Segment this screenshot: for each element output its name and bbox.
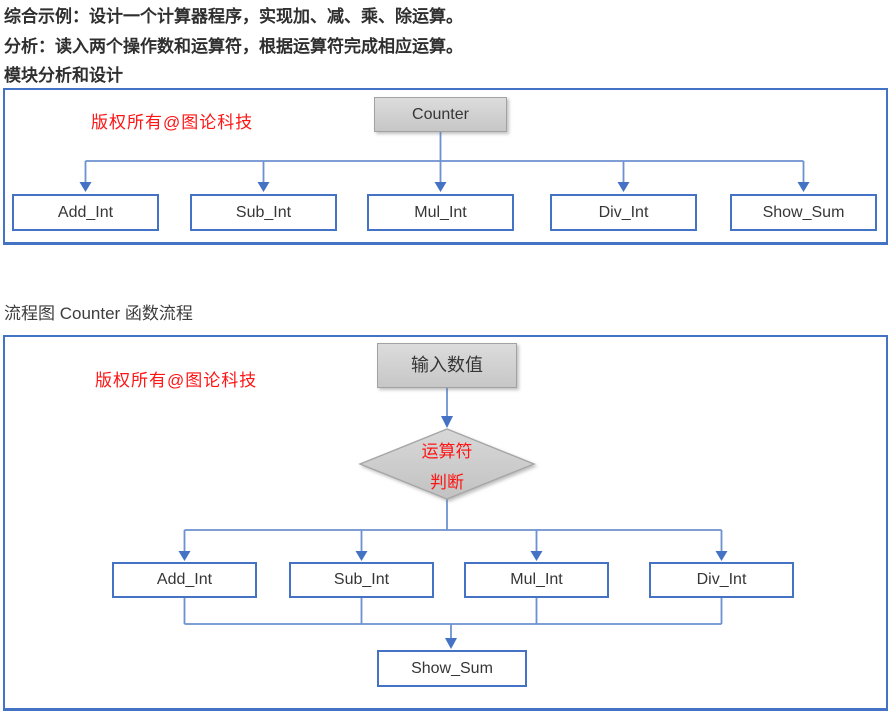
node-input-values: 输入数值 [377, 343, 517, 388]
flow-connector-lines [183, 388, 723, 639]
decision-label-line1: 运算符 [421, 442, 473, 461]
decision-label-line2: 判断 [430, 473, 464, 492]
node-sub-int: Sub_Int [289, 562, 434, 598]
heading-analysis: 分析：读入两个操作数和运算符，根据运算符完成相应运算。 [4, 37, 463, 56]
module-diagram-panel: 版权所有@图论科技 Counter Add_Int Sub_Int Mul_In… [3, 88, 888, 245]
module-connector-lines [84, 130, 805, 183]
node-div-int: Div_Int [550, 194, 697, 231]
flowchart-panel: 版权所有@图论科技 输入数值 运算符 判断 Add_Int Sub_Int Mu… [3, 335, 888, 711]
copyright-watermark: 版权所有@图论科技 [95, 371, 258, 390]
node-show-sum: Show_Sum [730, 194, 877, 231]
node-counter: Counter [374, 97, 507, 132]
node-show-sum: Show_Sum [377, 650, 527, 687]
flowchart-caption: 流程图 Counter 函数流程 [4, 304, 193, 323]
node-mul-int: Mul_Int [464, 562, 609, 598]
node-sub-int: Sub_Int [190, 194, 337, 231]
node-add-int: Add_Int [12, 194, 159, 231]
node-add-int: Add_Int [112, 562, 257, 598]
heading-example: 综合示例：设计一个计算器程序，实现加、减、乘、除运算。 [4, 7, 463, 26]
node-div-int: Div_Int [649, 562, 794, 598]
module-arrowheads [79, 182, 810, 192]
node-mul-int: Mul_Int [367, 194, 514, 231]
heading-module-design: 模块分析和设计 [4, 66, 123, 85]
copyright-watermark: 版权所有@图论科技 [91, 113, 254, 132]
